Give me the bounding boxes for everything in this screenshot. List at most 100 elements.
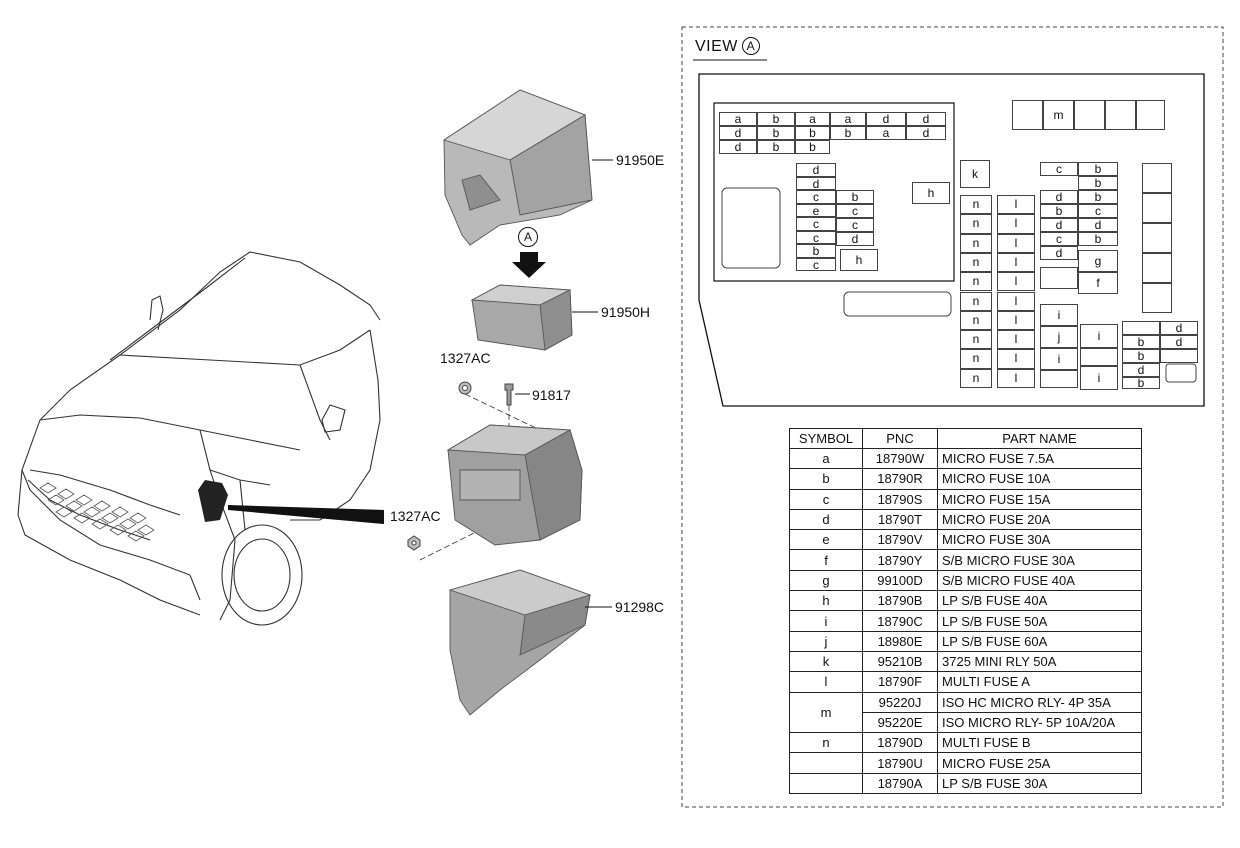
fuse-cell: b	[757, 126, 795, 140]
fuse-cell-empty	[1142, 223, 1172, 253]
legend-symbol: k	[789, 650, 863, 673]
fuse-cell-l: l	[997, 349, 1035, 369]
legend-part-name: MICRO FUSE 7.5A	[937, 447, 1142, 470]
fuse-cell: b	[1078, 176, 1118, 190]
relay-cell	[1012, 100, 1043, 130]
fuse-cell-n: n	[960, 252, 992, 273]
legend-symbol: c	[789, 488, 863, 510]
legend-part-name: ISO HC MICRO RLY- 4P 35A	[937, 691, 1142, 713]
fuse-cell: b	[830, 126, 866, 140]
fuse-cell: d	[1160, 321, 1198, 335]
fuse-cell: d	[796, 176, 836, 190]
fuse-cell: c	[1078, 204, 1118, 218]
fuse-cell-i: i	[1080, 366, 1118, 390]
fuse-cell: b	[757, 112, 795, 126]
fuse-cell-n: n	[960, 349, 992, 369]
legend-part-name: ISO MICRO RLY- 5P 10A/20A	[937, 711, 1142, 734]
legend-part-name: S/B MICRO FUSE 30A	[937, 549, 1142, 571]
legend-part-name: MICRO FUSE 30A	[937, 529, 1142, 551]
callout-91950H: 91950H	[601, 304, 651, 320]
fuse-cell-f: f	[1078, 272, 1118, 294]
legend-symbol: m	[789, 691, 863, 734]
fuse-cell-empty	[1142, 163, 1172, 193]
leader-wedge	[228, 505, 384, 524]
legend-pnc: 18790C	[862, 610, 938, 632]
legend-part-name: MICRO FUSE 10A	[937, 468, 1142, 490]
legend-symbol: n	[789, 732, 863, 754]
fuse-cell-l: l	[997, 252, 1035, 273]
fuse-cell-empty	[1080, 348, 1118, 366]
fuse-cell: b	[1078, 162, 1118, 176]
view-arrow-mark: A	[518, 227, 538, 247]
legend-symbol	[789, 772, 863, 795]
legend-part-name: LP S/B FUSE 40A	[937, 590, 1142, 612]
fuse-cell: b	[796, 244, 836, 258]
fuse-block	[470, 284, 573, 351]
legend-pnc: 18790U	[862, 752, 938, 774]
fuse-cell: d	[906, 126, 946, 140]
legend-pnc: 18790T	[862, 508, 938, 531]
fuse-cell-n: n	[960, 310, 992, 331]
legend-pnc: 18980E	[862, 630, 938, 652]
fuse-cell-g: g	[1078, 250, 1118, 272]
fuse-cell-h: h	[840, 249, 878, 271]
relay-cell-m: m	[1043, 100, 1074, 130]
legend-symbol: i	[789, 610, 863, 632]
fuse-cell-n: n	[960, 233, 992, 253]
legend-symbol: b	[789, 468, 863, 490]
legend-pnc: 18790F	[862, 671, 938, 693]
legend-symbol: g	[789, 569, 863, 592]
legend-pnc: 99100D	[862, 569, 938, 592]
legend-pnc: 18790A	[862, 772, 938, 795]
fuse-cell-i: i	[1080, 324, 1118, 348]
fuse-cell: b	[1040, 204, 1078, 218]
fuse-cell: d	[1122, 363, 1160, 377]
fuse-cell: d	[906, 112, 946, 126]
relay-cell	[1074, 100, 1105, 130]
fuse-cell: c	[836, 204, 874, 218]
relay-cell	[1136, 100, 1165, 130]
fuse-cell: c	[796, 257, 836, 271]
fusebox-cover	[442, 89, 593, 246]
legend-pnc: 18790V	[862, 529, 938, 551]
fuse-cell: d	[719, 126, 757, 140]
fuse-cell-l: l	[997, 330, 1035, 350]
fuse-cell: b	[757, 140, 795, 154]
legend-part-name: MICRO FUSE 15A	[937, 488, 1142, 510]
legend-part-name: LP S/B FUSE 50A	[937, 610, 1142, 632]
legend-header-row: SYMBOL PNC PART NAME	[789, 428, 1142, 449]
legend-pnc: 18790W	[862, 447, 938, 470]
fuse-cell-l: l	[997, 233, 1035, 253]
fuse-cell: a	[719, 112, 757, 126]
fuse-cell-l: l	[997, 214, 1035, 234]
fuse-cell: d	[1040, 218, 1078, 232]
legend-symbol: e	[789, 529, 863, 551]
blank-slot-large	[721, 187, 781, 269]
fusebox-outline	[698, 73, 1205, 407]
callout-91298C: 91298C	[615, 599, 665, 615]
fuse-cell-l: l	[997, 195, 1035, 215]
fuse-cell-n: n	[960, 272, 992, 292]
fuse-cell-empty	[1160, 349, 1198, 363]
legend-pnc: 95220E	[862, 711, 938, 734]
junction-box	[446, 424, 583, 546]
fuse-cell: c	[1040, 162, 1078, 176]
fuse-cell: c	[796, 190, 836, 204]
fuse-cell: c	[796, 217, 836, 231]
fuse-cell: c	[1040, 232, 1078, 246]
view-frame	[681, 26, 1224, 808]
fuse-cell-l: l	[997, 368, 1035, 388]
callout-91950E: 91950E	[616, 152, 665, 168]
fuse-cell: a	[866, 126, 906, 140]
